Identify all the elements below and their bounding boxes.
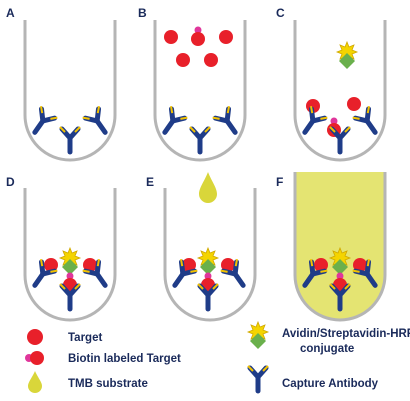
well	[23, 188, 117, 322]
legend-tmb-label: TMB substrate	[68, 378, 148, 390]
panel-c: C	[276, 6, 387, 162]
capture-antibody	[83, 106, 114, 138]
target	[164, 30, 178, 44]
legend-biotin-target-icon	[25, 351, 44, 365]
target	[353, 258, 367, 272]
target	[204, 53, 218, 67]
hrp-conjugate	[336, 41, 358, 70]
capture-antibody	[190, 127, 210, 152]
tmb-drop	[199, 172, 217, 203]
well	[293, 20, 387, 162]
legend: Target Biotin labeled Target TMB substra…	[25, 321, 410, 393]
legend-capture-antibody-label: Capture Antibody	[282, 378, 379, 390]
panel-label: F	[276, 175, 283, 189]
capture-antibody	[213, 106, 244, 138]
well	[293, 172, 387, 322]
well	[163, 188, 257, 322]
capture-antibody	[157, 106, 188, 138]
capture-antibody	[353, 106, 384, 138]
target	[44, 258, 58, 272]
target	[219, 30, 233, 44]
hrp-conjugate	[59, 247, 81, 276]
well	[153, 20, 247, 162]
panel-d: D	[6, 175, 117, 322]
panel-label: D	[6, 175, 15, 189]
target	[314, 258, 328, 272]
panel-e: E	[146, 172, 257, 322]
legend-target-icon	[27, 329, 43, 345]
panel-f: F	[276, 172, 387, 322]
legend-avidin-label: Avidin/Streptavidin-HRP	[282, 328, 410, 340]
target	[347, 97, 361, 111]
target	[83, 258, 97, 272]
panel-b: B	[138, 6, 247, 162]
target	[176, 53, 190, 67]
hrp-conjugate	[197, 247, 219, 276]
legend-hrp-icon	[247, 321, 269, 350]
capture-antibody	[60, 127, 80, 152]
legend-capture-antibody-icon	[248, 366, 268, 391]
panel-label: C	[276, 6, 285, 20]
legend-biotin-target-label: Biotin labeled Target	[68, 353, 181, 365]
legend-target-label: Target	[68, 332, 102, 344]
panel-label: E	[146, 175, 154, 189]
target	[182, 258, 196, 272]
panel-label: B	[138, 6, 147, 20]
tmb-fill	[295, 172, 385, 320]
legend-avidin-label-2: conjugate	[300, 343, 354, 355]
panel-label: A	[6, 6, 15, 20]
legend-tmb-drop-icon	[28, 371, 42, 393]
capture-antibody	[27, 106, 58, 138]
biotin-labeled-target	[191, 26, 205, 46]
well	[23, 20, 117, 162]
capture-antibody	[297, 106, 328, 138]
panel-a: A	[6, 6, 117, 162]
target	[221, 258, 235, 272]
